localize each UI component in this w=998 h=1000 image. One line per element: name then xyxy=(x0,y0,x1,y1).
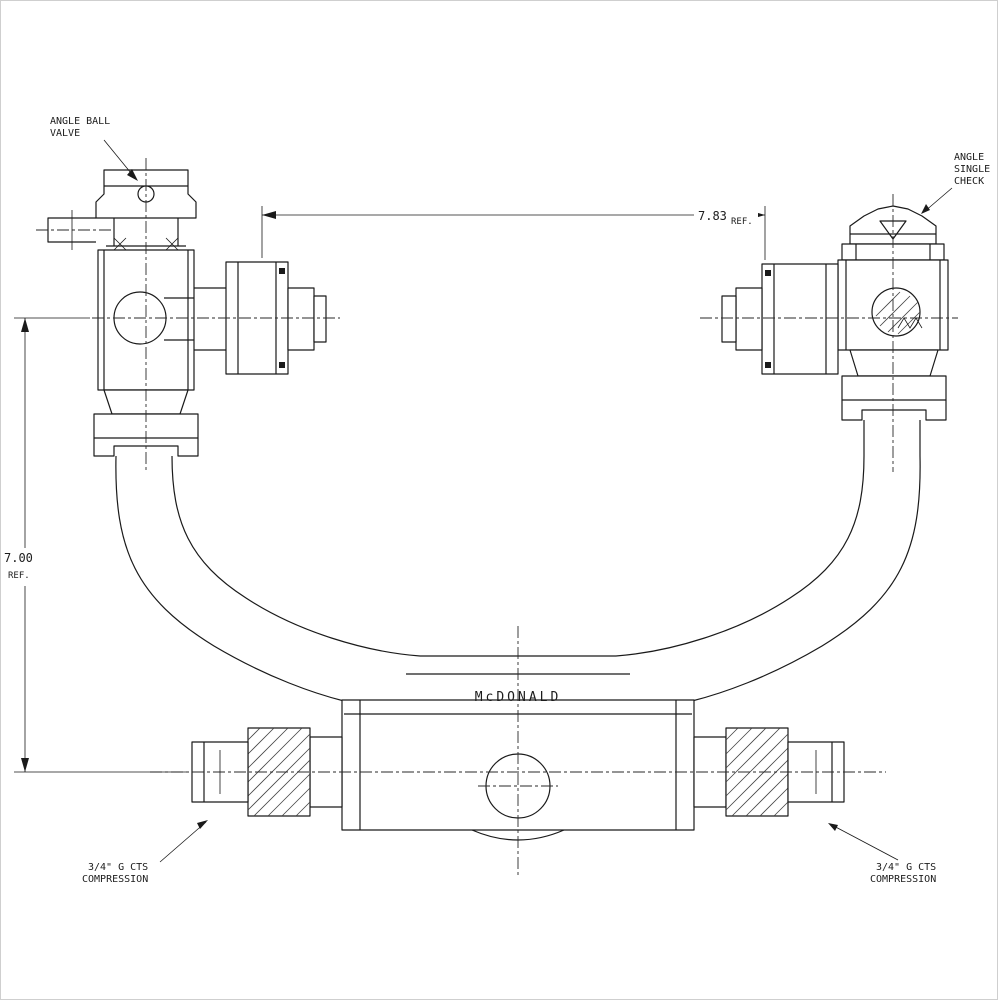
extension-lines xyxy=(14,317,186,773)
leader-arrow xyxy=(127,169,138,181)
flange-skirt xyxy=(841,400,947,421)
section-hatch xyxy=(875,291,921,335)
leader-line xyxy=(159,821,207,863)
leader-arrow xyxy=(197,820,208,829)
leader-line xyxy=(829,823,899,861)
dimension-width: 7.83 REF. xyxy=(261,204,766,260)
centerlines xyxy=(36,158,958,876)
arrowhead xyxy=(262,211,276,219)
callout-text: COMPRESSION xyxy=(82,874,148,885)
dimension-height: 7.00 REF. xyxy=(2,317,186,773)
leader-line xyxy=(923,187,953,213)
callout-text: CHECK xyxy=(954,176,984,187)
callout-text: VALVE xyxy=(50,128,80,139)
callout-left-compression: 3/4" G CTS COMPRESSION xyxy=(82,820,208,885)
dim-height-value: 7.00 xyxy=(4,551,33,565)
oring-mark xyxy=(279,268,285,274)
arrowhead xyxy=(21,758,29,772)
brand-label: McDONALD xyxy=(475,690,562,705)
dim-width-value: 7.83 xyxy=(698,209,727,223)
angle-ball-valve-assembly xyxy=(47,169,327,457)
callout-angle-single-check: ANGLE SINGLE CHECK xyxy=(921,152,990,214)
right-union-nut xyxy=(761,263,839,375)
dim-height-ref: REF. xyxy=(8,571,30,581)
oring-mark xyxy=(765,362,771,368)
callout-text: SINGLE xyxy=(954,164,990,175)
callout-text: 3/4" G CTS xyxy=(876,862,936,873)
extension-lines xyxy=(261,206,766,260)
packing-seal-marks xyxy=(113,237,179,251)
nut-hatch xyxy=(725,727,789,817)
union-end xyxy=(313,295,327,343)
check-bell xyxy=(849,349,939,377)
callout-text: COMPRESSION xyxy=(870,874,936,885)
check-flange xyxy=(841,375,947,401)
check-spring xyxy=(897,317,923,329)
leader-arrow xyxy=(921,204,930,214)
oring-mark xyxy=(279,362,285,368)
oring-mark xyxy=(765,270,771,276)
callout-text: 3/4" G CTS xyxy=(88,862,148,873)
union-end xyxy=(721,295,737,343)
left-riser-pipe xyxy=(115,455,421,702)
union-tailpiece xyxy=(735,287,763,351)
callout-text: ANGLE BALL xyxy=(50,116,110,127)
callout-right-compression: 3/4" G CTS COMPRESSION xyxy=(828,823,936,885)
check-poppet xyxy=(871,287,921,337)
centerline-ticks xyxy=(71,210,817,794)
right-riser-pipe xyxy=(615,455,921,702)
arrowhead xyxy=(21,318,29,332)
leader-arrow xyxy=(828,823,838,831)
dim-width-ref: REF. xyxy=(731,217,753,227)
compression-nut xyxy=(725,727,789,817)
angle-single-check-assembly xyxy=(721,205,949,456)
callout-angle-ball-valve: ANGLE BALL VALVE xyxy=(50,116,138,181)
nut-hatch xyxy=(247,727,311,817)
union-tailpiece xyxy=(287,287,315,351)
callout-text: ANGLE xyxy=(954,152,984,163)
